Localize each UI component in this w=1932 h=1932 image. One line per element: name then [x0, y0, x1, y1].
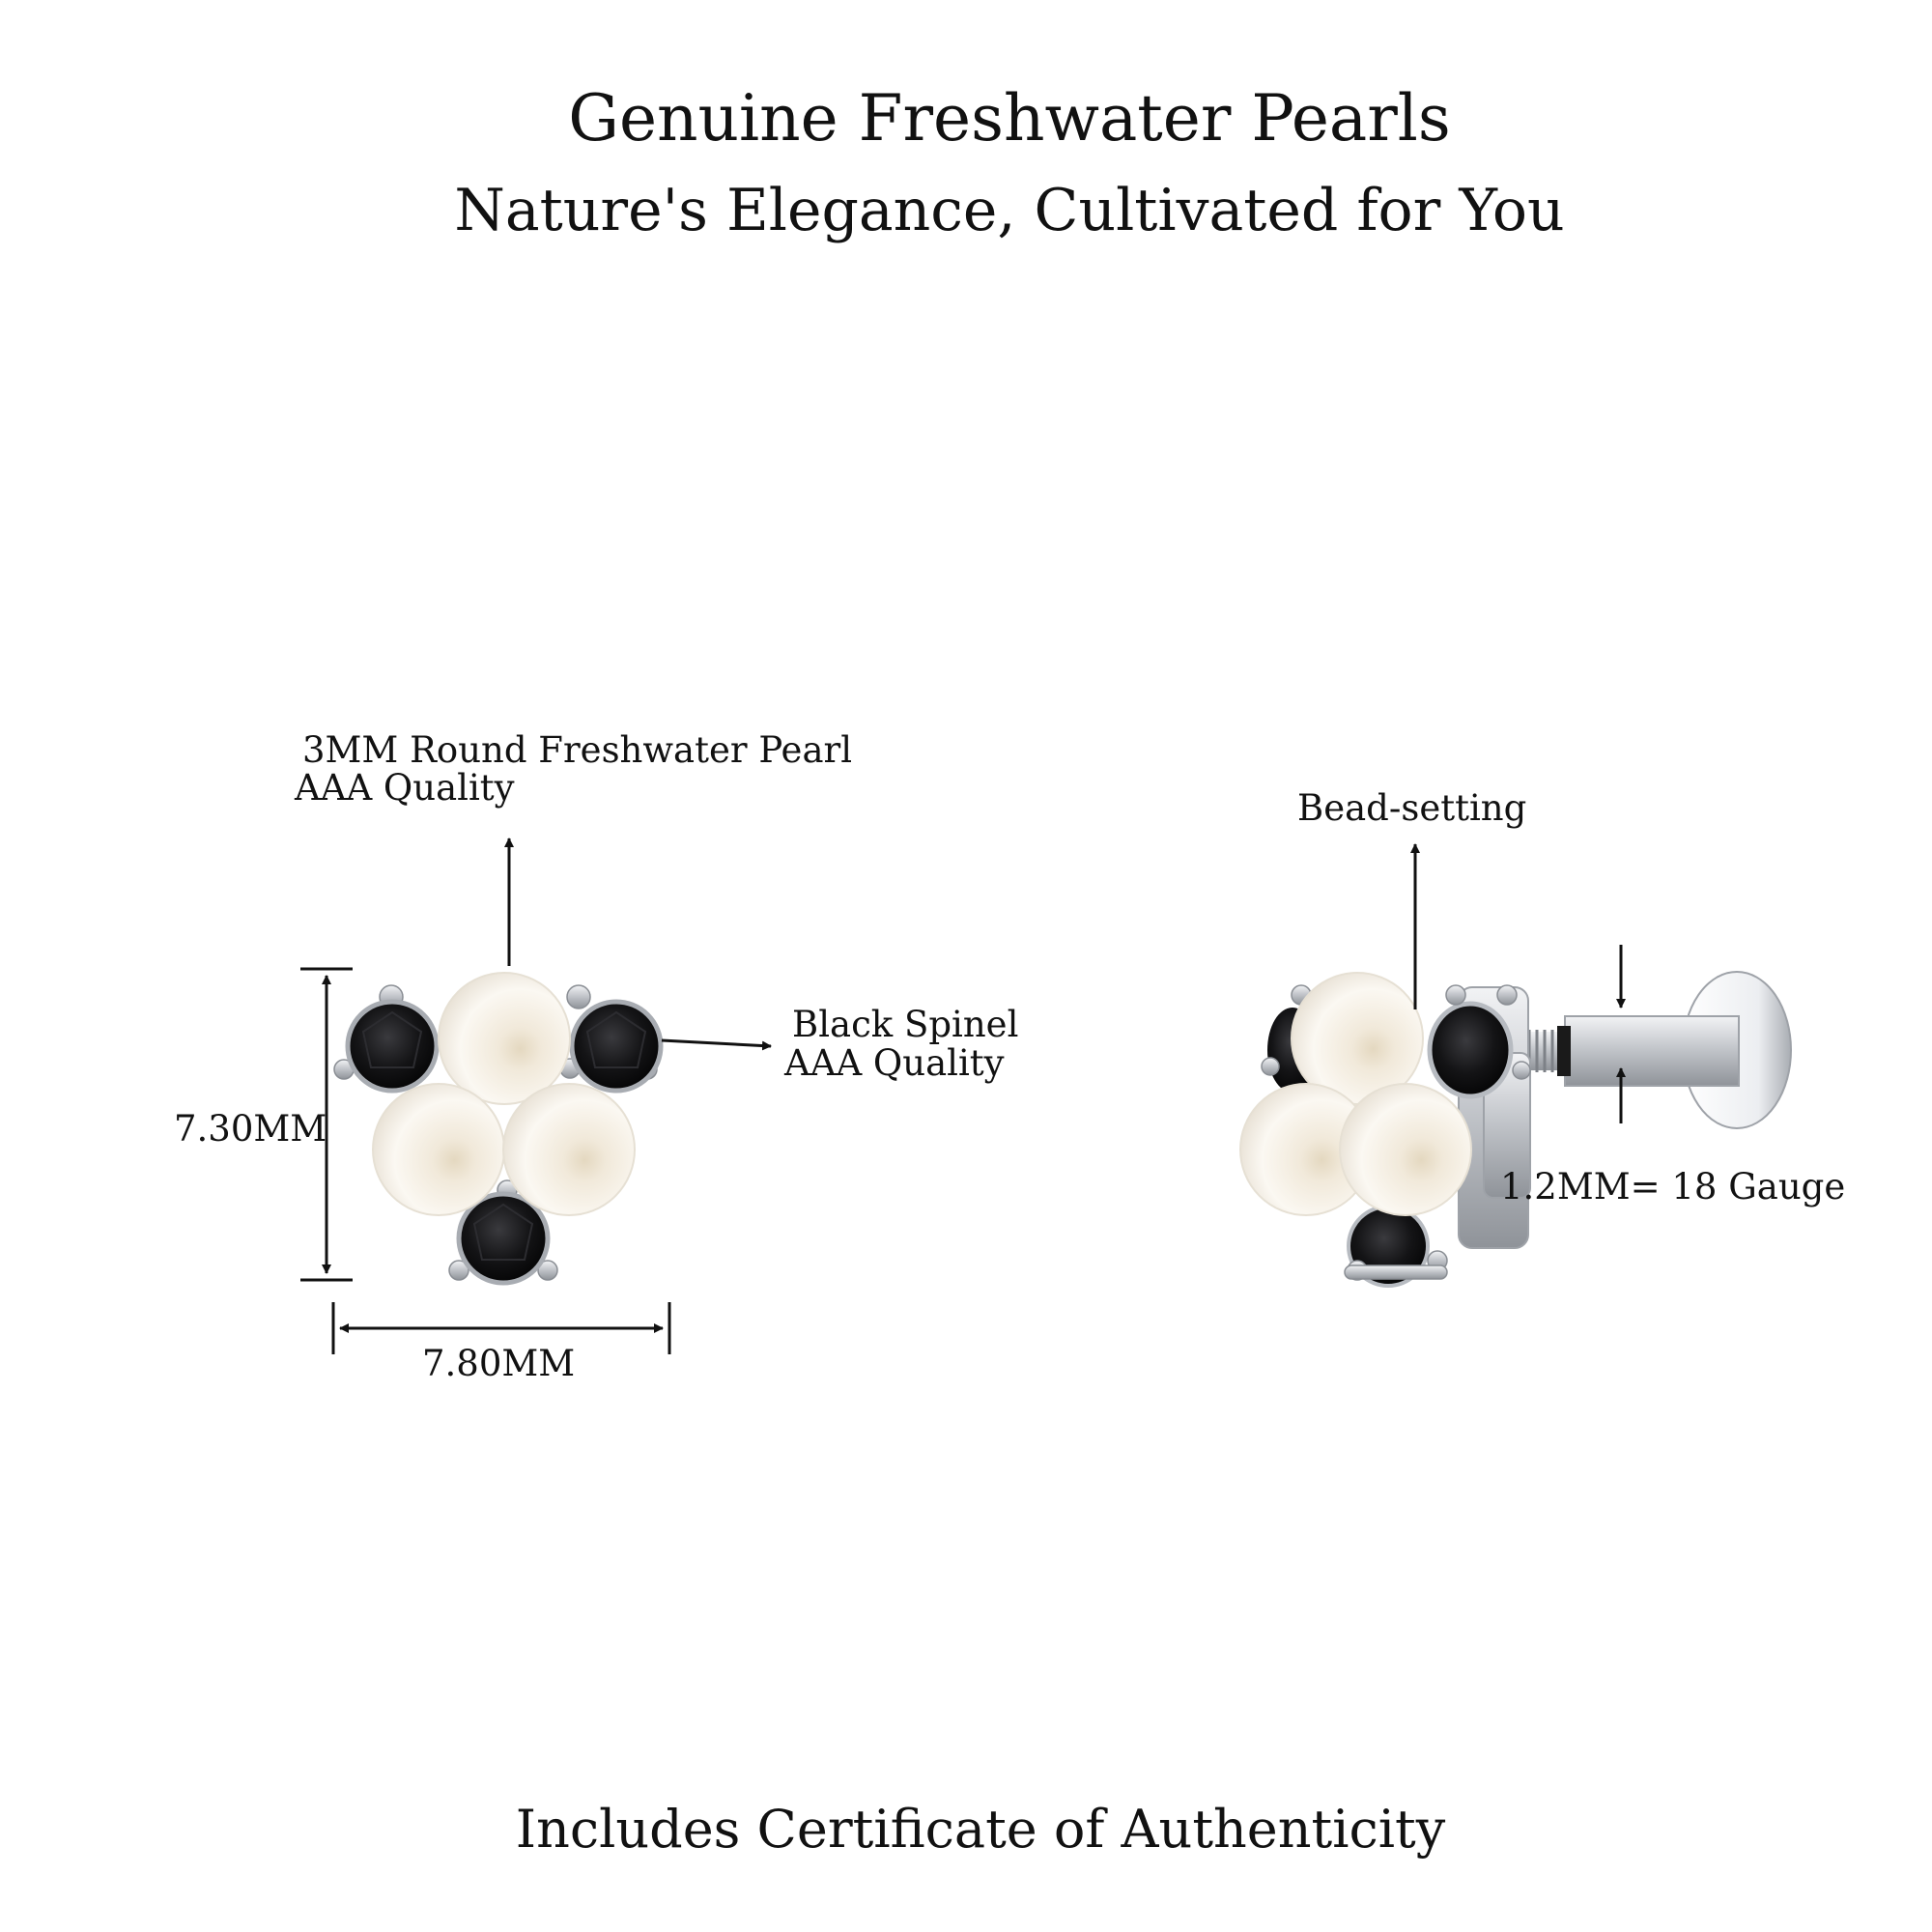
side-pearl-bottom-right: [1339, 1083, 1472, 1216]
freshwater-pearls: [372, 972, 636, 1216]
spinel-top-left: [345, 999, 440, 1094]
black-spinel-stones: [345, 999, 664, 1286]
spinel-bottom: [456, 1191, 551, 1286]
front-dimension-lines: [300, 838, 772, 1354]
pearl-label-line2: AAA Quality: [295, 767, 515, 809]
spinel-label-line2: AAA Quality: [784, 1042, 1005, 1084]
page-subtitle: Nature's Elegance, Cultivated for You: [454, 177, 1565, 244]
spinel-label-line1: Black Spinel: [792, 1004, 1019, 1045]
height-label: 7.30MM: [174, 1108, 327, 1150]
side-spinel-right: [1427, 1001, 1514, 1099]
side-view-earring: [1239, 971, 1792, 1288]
width-label: 7.80MM: [422, 1343, 576, 1384]
pearl-bottom-left: [372, 1083, 505, 1216]
page-title: Genuine Freshwater Pearls: [568, 81, 1451, 156]
pearl-top: [438, 972, 571, 1105]
labret-post: [1564, 1015, 1740, 1087]
bead-setting-label: Bead-setting: [1297, 787, 1527, 829]
front-view-earring: [333, 972, 664, 1286]
pearl-label-line1: 3MM Round Freshwater Pearl: [302, 729, 853, 771]
spinel-pointer-arrow: [661, 1038, 772, 1051]
spinel-top-right: [569, 999, 664, 1094]
certificate-note: Includes Certificate of Authenticity: [515, 1799, 1446, 1860]
side-dimension-lines: [1410, 843, 1626, 1123]
gauge-label: 1.2MM= 18 Gauge: [1500, 1166, 1846, 1208]
pearl-bottom-right: [502, 1083, 636, 1216]
